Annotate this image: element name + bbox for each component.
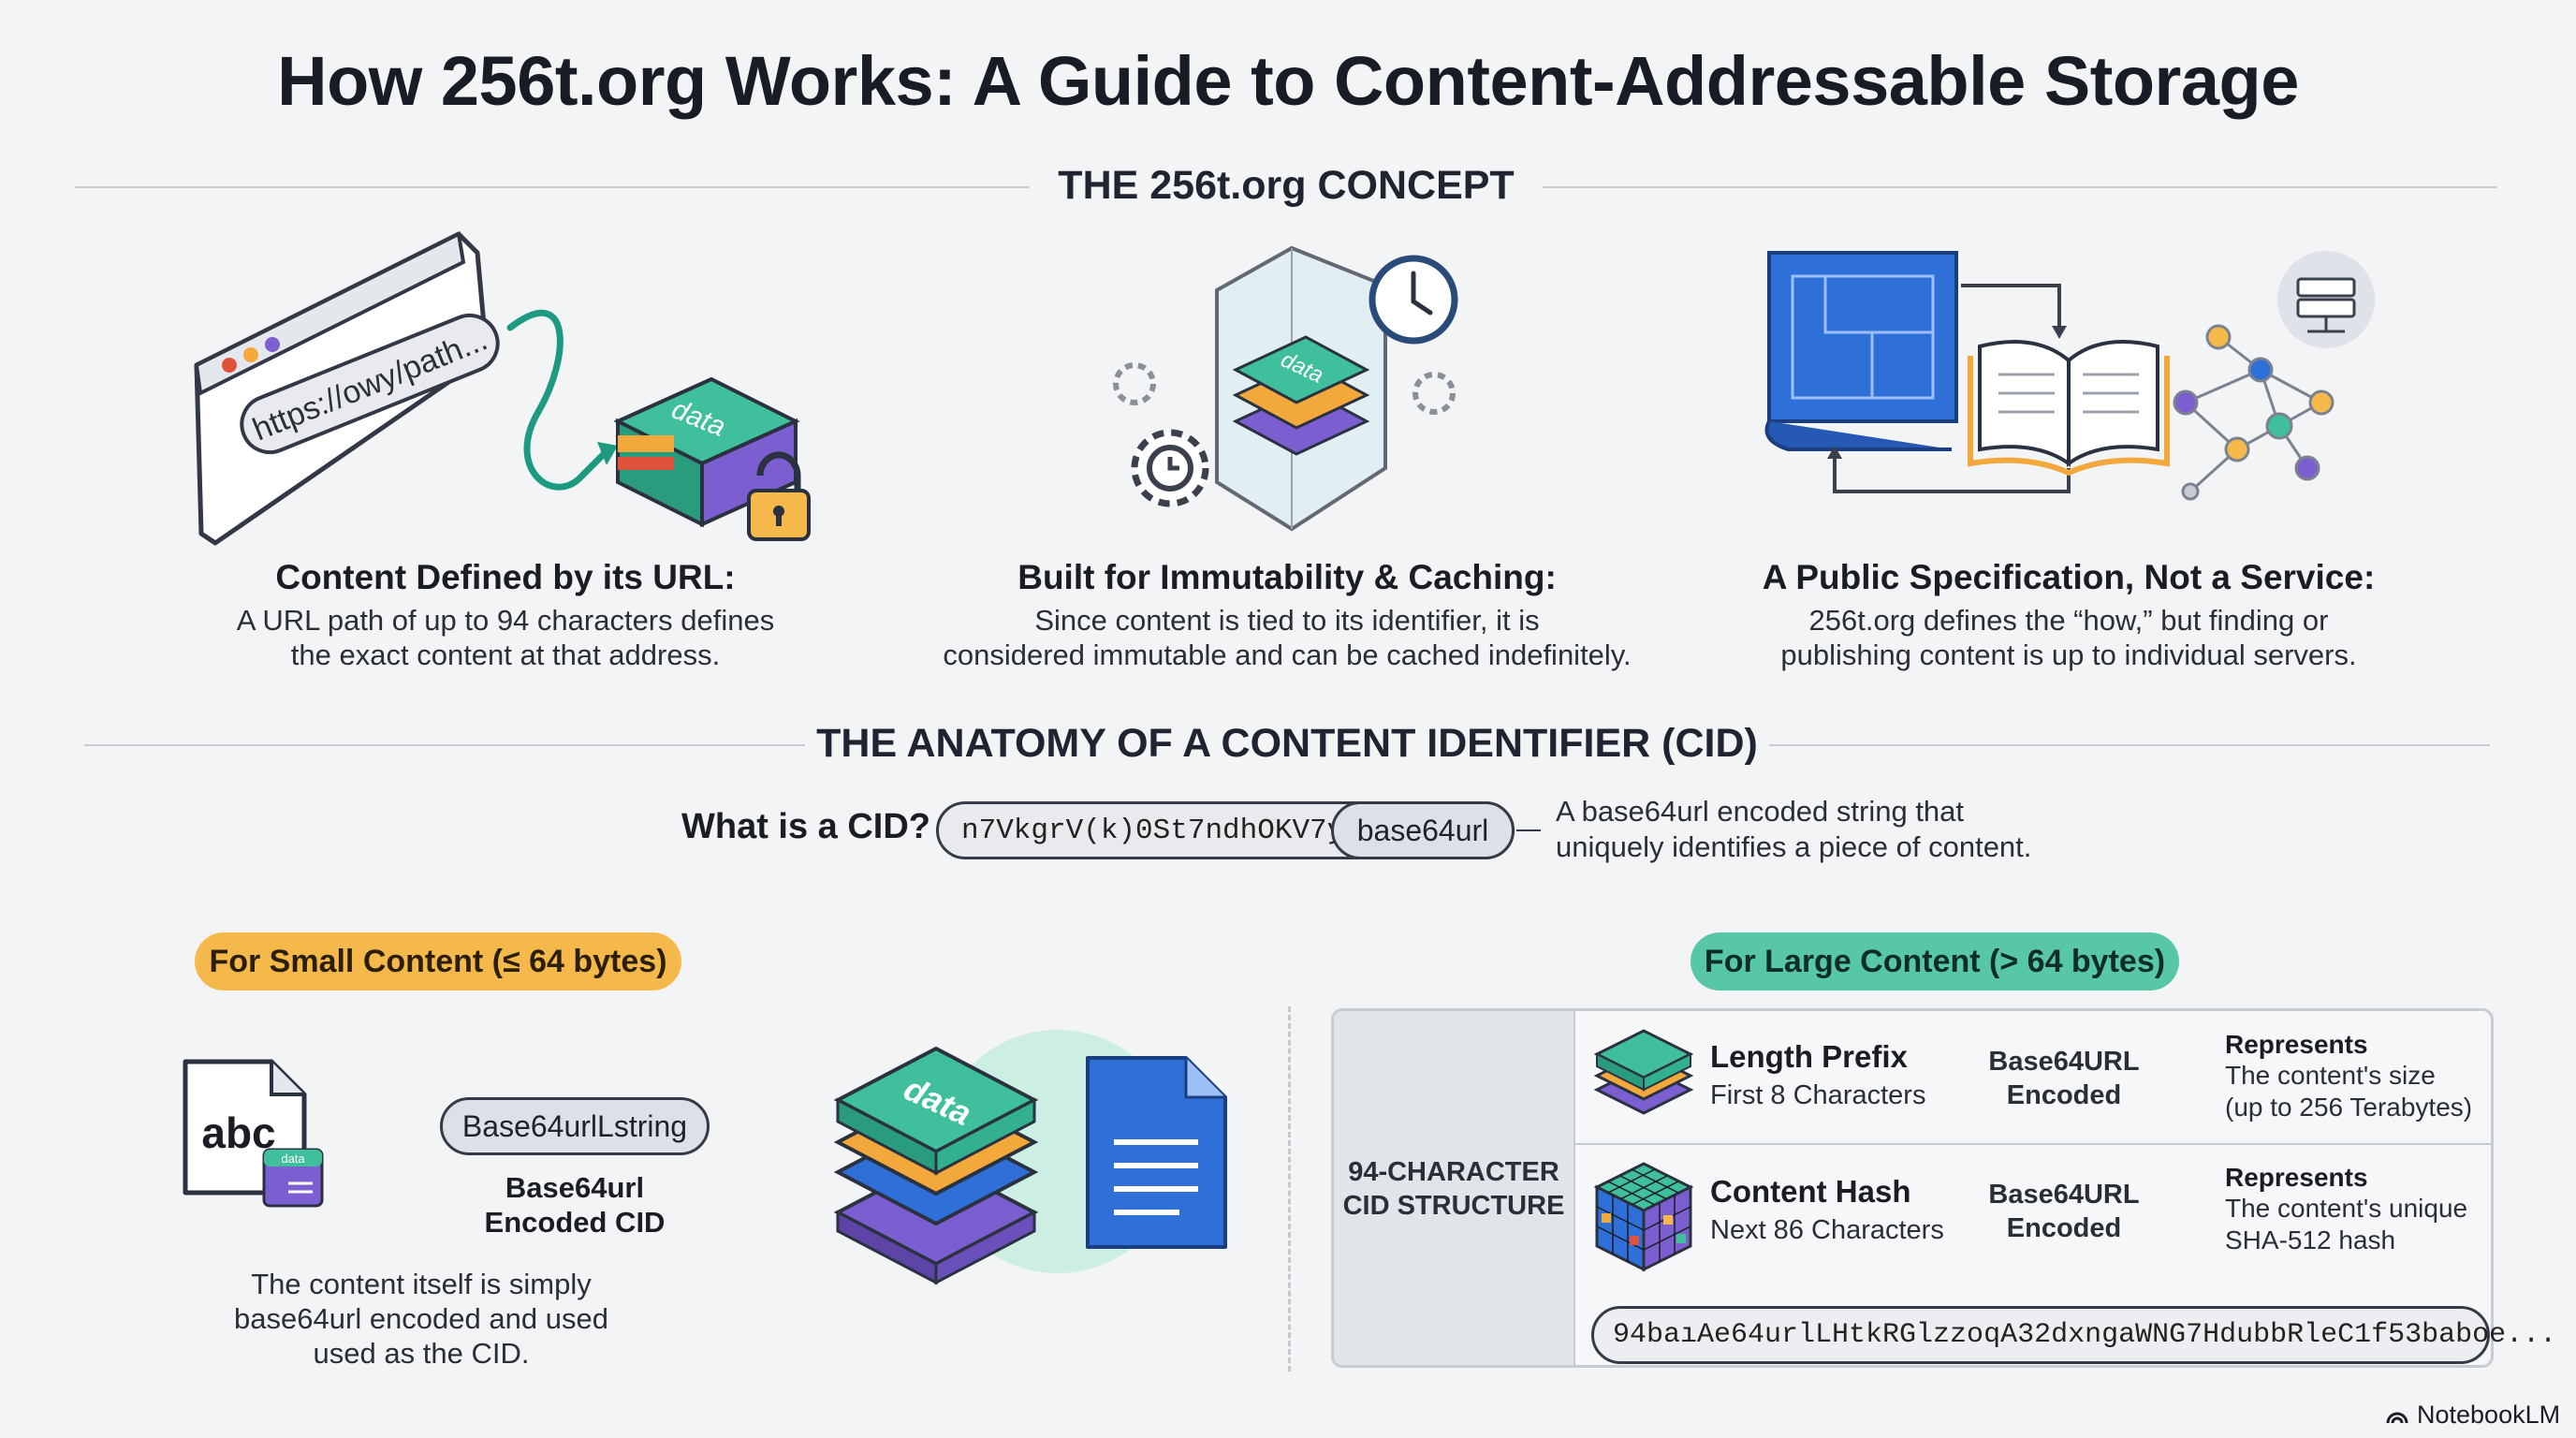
network-graph-icon	[2173, 324, 2334, 501]
data-stack-icon: data	[1232, 335, 1370, 456]
cid-example-text: n7VkgrV(k)0St7ndhOKV7y	[961, 814, 1345, 847]
length-prefix-sub: First 8 Characters	[1710, 1080, 1926, 1110]
text-file-icon: abc data	[183, 1059, 324, 1208]
base64url-string-pill: Base64urlLstring	[440, 1097, 710, 1155]
concept-text-immutability: Since content is tied to its identifier,…	[943, 604, 1632, 671]
structure-label-cell	[1334, 1011, 1575, 1365]
gear-icon	[1131, 429, 1209, 507]
notebooklm-brand: NotebookLM	[2385, 1401, 2560, 1430]
clock-icon	[1368, 255, 1458, 345]
specification-illustration	[1764, 251, 2375, 501]
row-divider	[1573, 1143, 2491, 1145]
concept-heading-immutability: Built for Immutability & Caching:	[1017, 558, 1557, 596]
data-to-document-illustration: data	[833, 1030, 1227, 1285]
immutable-cache-illustration: data	[1113, 245, 1458, 532]
svg-text:data: data	[281, 1152, 305, 1166]
small-gear-icon	[1113, 362, 1156, 405]
section-divider-left	[75, 186, 1030, 188]
large-cid-example-text: 94baıAe64urlLHtkRGlzzoqA32dxngaWNG7Hdubb…	[1613, 1319, 2557, 1351]
svg-text:abc: abc	[201, 1108, 275, 1157]
data-stack-icon: data	[833, 1046, 1039, 1285]
concept-text-url: A URL path of up to 94 characters define…	[236, 604, 775, 671]
section-divider-right	[1769, 744, 2490, 746]
section-divider-right	[1543, 186, 2497, 188]
content-hash-represents: Represents The content's unique SHA-512 …	[2225, 1163, 2468, 1255]
anatomy-heading: THE ANATOMY OF A CONTENT IDENTIFIER (CID…	[816, 721, 1758, 766]
concept-heading-specification: A Public Specification, Not a Service:	[1762, 558, 2376, 596]
large-cid-example-pill: 94baıAe64urlLHtkRGlzzoqA32dxngaWNG7Hdubb…	[1591, 1306, 2556, 1364]
vertical-divider	[1288, 1006, 1291, 1372]
large-content-pill: For Large Content (> 64 bytes)	[1690, 932, 2179, 990]
open-book-icon	[1968, 340, 2170, 477]
concept-heading: THE 256t.org CONCEPT	[1058, 163, 1515, 208]
lock-icon	[747, 451, 811, 541]
concept-text-specification: 256t.org defines the “how,” but finding …	[1780, 604, 2357, 671]
connector-line	[1516, 829, 1541, 831]
document-icon	[1086, 1056, 1227, 1249]
length-prefix-label: Length Prefix	[1710, 1039, 1908, 1074]
length-prefix-represents: Represents The content's size (up to 256…	[2225, 1030, 2473, 1122]
cid-question: What is a CID?	[681, 807, 931, 846]
blueprint-icon	[1764, 251, 1958, 451]
small-content-pill: For Small Content (≤ 64 bytes)	[195, 932, 681, 990]
flow-arrow	[1833, 454, 2071, 493]
notebooklm-logo-icon	[2386, 1412, 2408, 1423]
base64url-tag: base64url	[1331, 801, 1515, 859]
small-gear-icon	[1412, 372, 1456, 415]
layers-icon	[1593, 1029, 1694, 1115]
content-hash-sub: Next 86 Characters	[1710, 1215, 1944, 1245]
link-arrow	[506, 310, 607, 491]
page-title: How 256t.org Works: A Guide to Content-A…	[277, 42, 2299, 120]
content-hash-label: Content Hash	[1710, 1174, 1911, 1209]
section-divider-left	[84, 744, 805, 746]
server-icon	[2277, 251, 2375, 348]
data-badge-icon: data	[262, 1148, 324, 1208]
hash-cube-icon	[1593, 1162, 1694, 1272]
flow-arrow	[1961, 284, 2061, 328]
concept-heading-url: Content Defined by its URL:	[275, 558, 736, 596]
url-to-data-illustration: https://owy/path... data	[194, 231, 811, 546]
data-cube-icon: data	[613, 376, 800, 528]
